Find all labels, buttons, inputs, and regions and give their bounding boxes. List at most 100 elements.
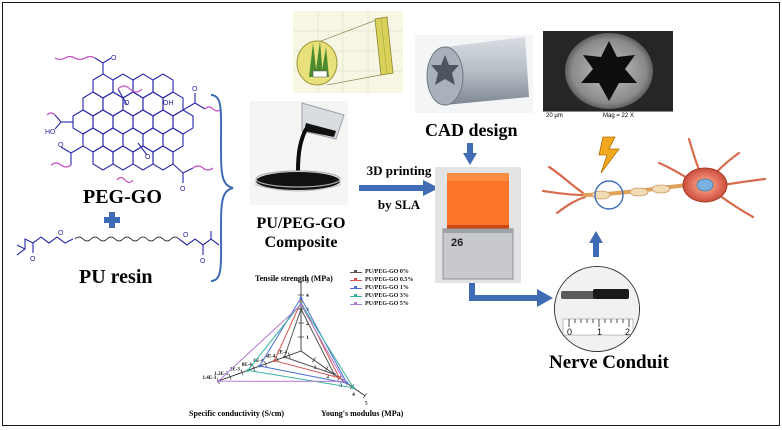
legend-label-2: PU/PEG-GO 1% — [365, 285, 409, 291]
cad-down-arrow — [463, 143, 477, 165]
radar-point-2-1 — [345, 381, 349, 385]
ruler-tick-0: 0 — [567, 327, 573, 337]
radar-tick-label-2-5: 1.2E-3 — [214, 372, 228, 377]
svg-text:O: O — [58, 230, 64, 237]
conduit-up-arrow — [589, 231, 603, 257]
svg-text:O: O — [58, 142, 64, 149]
radar-legend: PU/PEG-GO 0% PU/PEG-GO 0.5% PU/PEG-GO 1%… — [350, 268, 413, 308]
radar-series-1 — [273, 300, 341, 379]
svg-text:O: O — [30, 256, 36, 263]
radar-tick-label-2-3: 8E-4 — [242, 363, 253, 368]
composite-label-line1: PU/PEG-GO — [256, 215, 346, 232]
radar-axis-title-tensile: Tensile strength (MPa) — [255, 274, 333, 283]
radar-tick-label-2-0: 2E-4 — [277, 350, 288, 355]
svg-text:O: O — [180, 186, 186, 193]
sla-printer-photo: 26 — [435, 167, 521, 283]
legend-label-3: PU/PEG-GO 3% — [365, 293, 409, 299]
radar-tick-label-2-6: 1.4E-3 — [203, 376, 217, 381]
radar-tick-label-0-1: 2 — [306, 321, 309, 327]
printing-label-sub: by SLA — [361, 197, 437, 213]
printing-label: 3D printing — [361, 163, 437, 179]
grouping-brace — [210, 94, 234, 282]
radar-point-1-2 — [273, 359, 276, 363]
legend-label-4: PU/PEG-GO 5% — [365, 301, 409, 307]
radar-tick-label-1-1: 2 — [327, 374, 330, 380]
legend-swatch-2 — [350, 286, 362, 289]
cad-model-render — [293, 11, 403, 93]
radar-tick-mark-2-0 — [287, 352, 291, 359]
radar-series-3 — [246, 302, 355, 389]
legend-item-4: PU/PEG-GO 5% — [350, 300, 413, 308]
composite-label: PU/PEG-GO Composite — [249, 214, 353, 252]
radar-point-1-1 — [337, 376, 341, 380]
ruler-tick-1: 1 — [597, 327, 603, 337]
radar-tick-mark-2-2 — [264, 360, 267, 367]
legend-item-1: PU/PEG-GO 0.5% — [350, 276, 413, 284]
legend-item-0: PU/PEG-GO 0% — [350, 268, 413, 276]
radar-series-2 — [258, 296, 348, 384]
legend-label-0: PU/PEG-GO 0% — [365, 269, 409, 275]
pu-resin-label: PU resin — [79, 266, 153, 288]
radar-tick-mark-2-4 — [240, 369, 244, 376]
svg-text:O: O — [124, 100, 130, 107]
printing-arrow — [359, 180, 439, 196]
nerve-conduit-photo: 0 1 2 — [554, 266, 640, 352]
neuron-illustration — [541, 136, 767, 219]
sem-scale-text: 20 µm — [546, 113, 563, 119]
radar-tick-mark-2-5 — [228, 373, 232, 380]
radar-tick-label-0-0: 1 — [306, 335, 309, 341]
sem-micrograph: 20 µm Mag = 22 X — [543, 31, 673, 123]
radar-point-4-0 — [299, 303, 303, 307]
radar-point-2-2 — [258, 364, 262, 368]
radar-point-2-0 — [299, 296, 303, 300]
radar-tick-label-1-3: 4 — [352, 392, 355, 398]
legend-swatch-0 — [350, 270, 362, 273]
svg-text:O: O — [192, 86, 198, 93]
sem-mag-text: Mag = 22 X — [603, 113, 634, 119]
radar-tick-label-2-4: 1E-3 — [230, 367, 241, 372]
radar-tick-label-1-4: 5 — [365, 401, 368, 407]
composite-pouring-photo — [250, 101, 348, 205]
cad-design-render — [415, 35, 533, 113]
legend-swatch-3 — [350, 294, 362, 297]
ruler-tick-2: 2 — [625, 327, 631, 337]
radar-point-0-0 — [299, 307, 303, 311]
radar-series-0 — [283, 307, 336, 376]
radar-point-3-1 — [351, 386, 355, 390]
radar-tick-mark-1-1 — [324, 366, 329, 372]
radar-point-0-2 — [283, 355, 286, 359]
radar-tick-mark-2-3 — [252, 365, 256, 372]
plus-icon — [104, 212, 120, 228]
svg-text:O: O — [183, 232, 189, 239]
radar-point-3-2 — [246, 368, 250, 372]
sem-info-bar: 20 µm Mag = 22 X — [543, 111, 673, 123]
cad-design-label: CAD design — [425, 120, 518, 140]
radar-tick-mark-1-4 — [362, 393, 367, 399]
radar-axis-title-modulus: Young's modulus (MPa) — [321, 409, 404, 418]
printing-label-line2: by SLA — [377, 197, 421, 212]
legend-item-3: PU/PEG-GO 3% — [350, 292, 413, 300]
radar-tick-mark-1-3 — [350, 384, 355, 390]
nerve-conduit-label: Nerve Conduit — [549, 352, 669, 373]
radar-point-4-1 — [343, 380, 346, 383]
svg-text:HO: HO — [45, 129, 56, 136]
radar-tick-mark-1-0 — [311, 357, 316, 363]
peg-go-label: PEG-GO — [83, 186, 162, 208]
radar-tick-label-2-2: 6E-4 — [254, 359, 265, 364]
radar-series-4 — [217, 304, 346, 382]
radar-axis-title-conductivity: Specific conductivity (S/cm) — [189, 409, 285, 418]
legend-swatch-4 — [350, 302, 362, 305]
printer-to-conduit-arrow — [469, 283, 553, 307]
svg-text:O: O — [200, 258, 206, 265]
peg-go-molecule-structure: O O HO OH O O O O — [45, 55, 222, 193]
legend-swatch-1 — [350, 278, 362, 281]
svg-text:OH: OH — [163, 100, 174, 107]
composite-label-line2: Composite — [264, 234, 338, 251]
radar-point-4-2 — [216, 379, 220, 383]
pu-resin-molecule-structure: O O O O — [16, 230, 220, 265]
printer-number: 26 — [451, 237, 464, 249]
radar-point-0-1 — [332, 372, 336, 376]
svg-text:O: O — [111, 55, 117, 62]
properties-radar-chart: 12345123452E-44E-46E-48E-41E-31.2E-31.4E… — [203, 279, 368, 407]
